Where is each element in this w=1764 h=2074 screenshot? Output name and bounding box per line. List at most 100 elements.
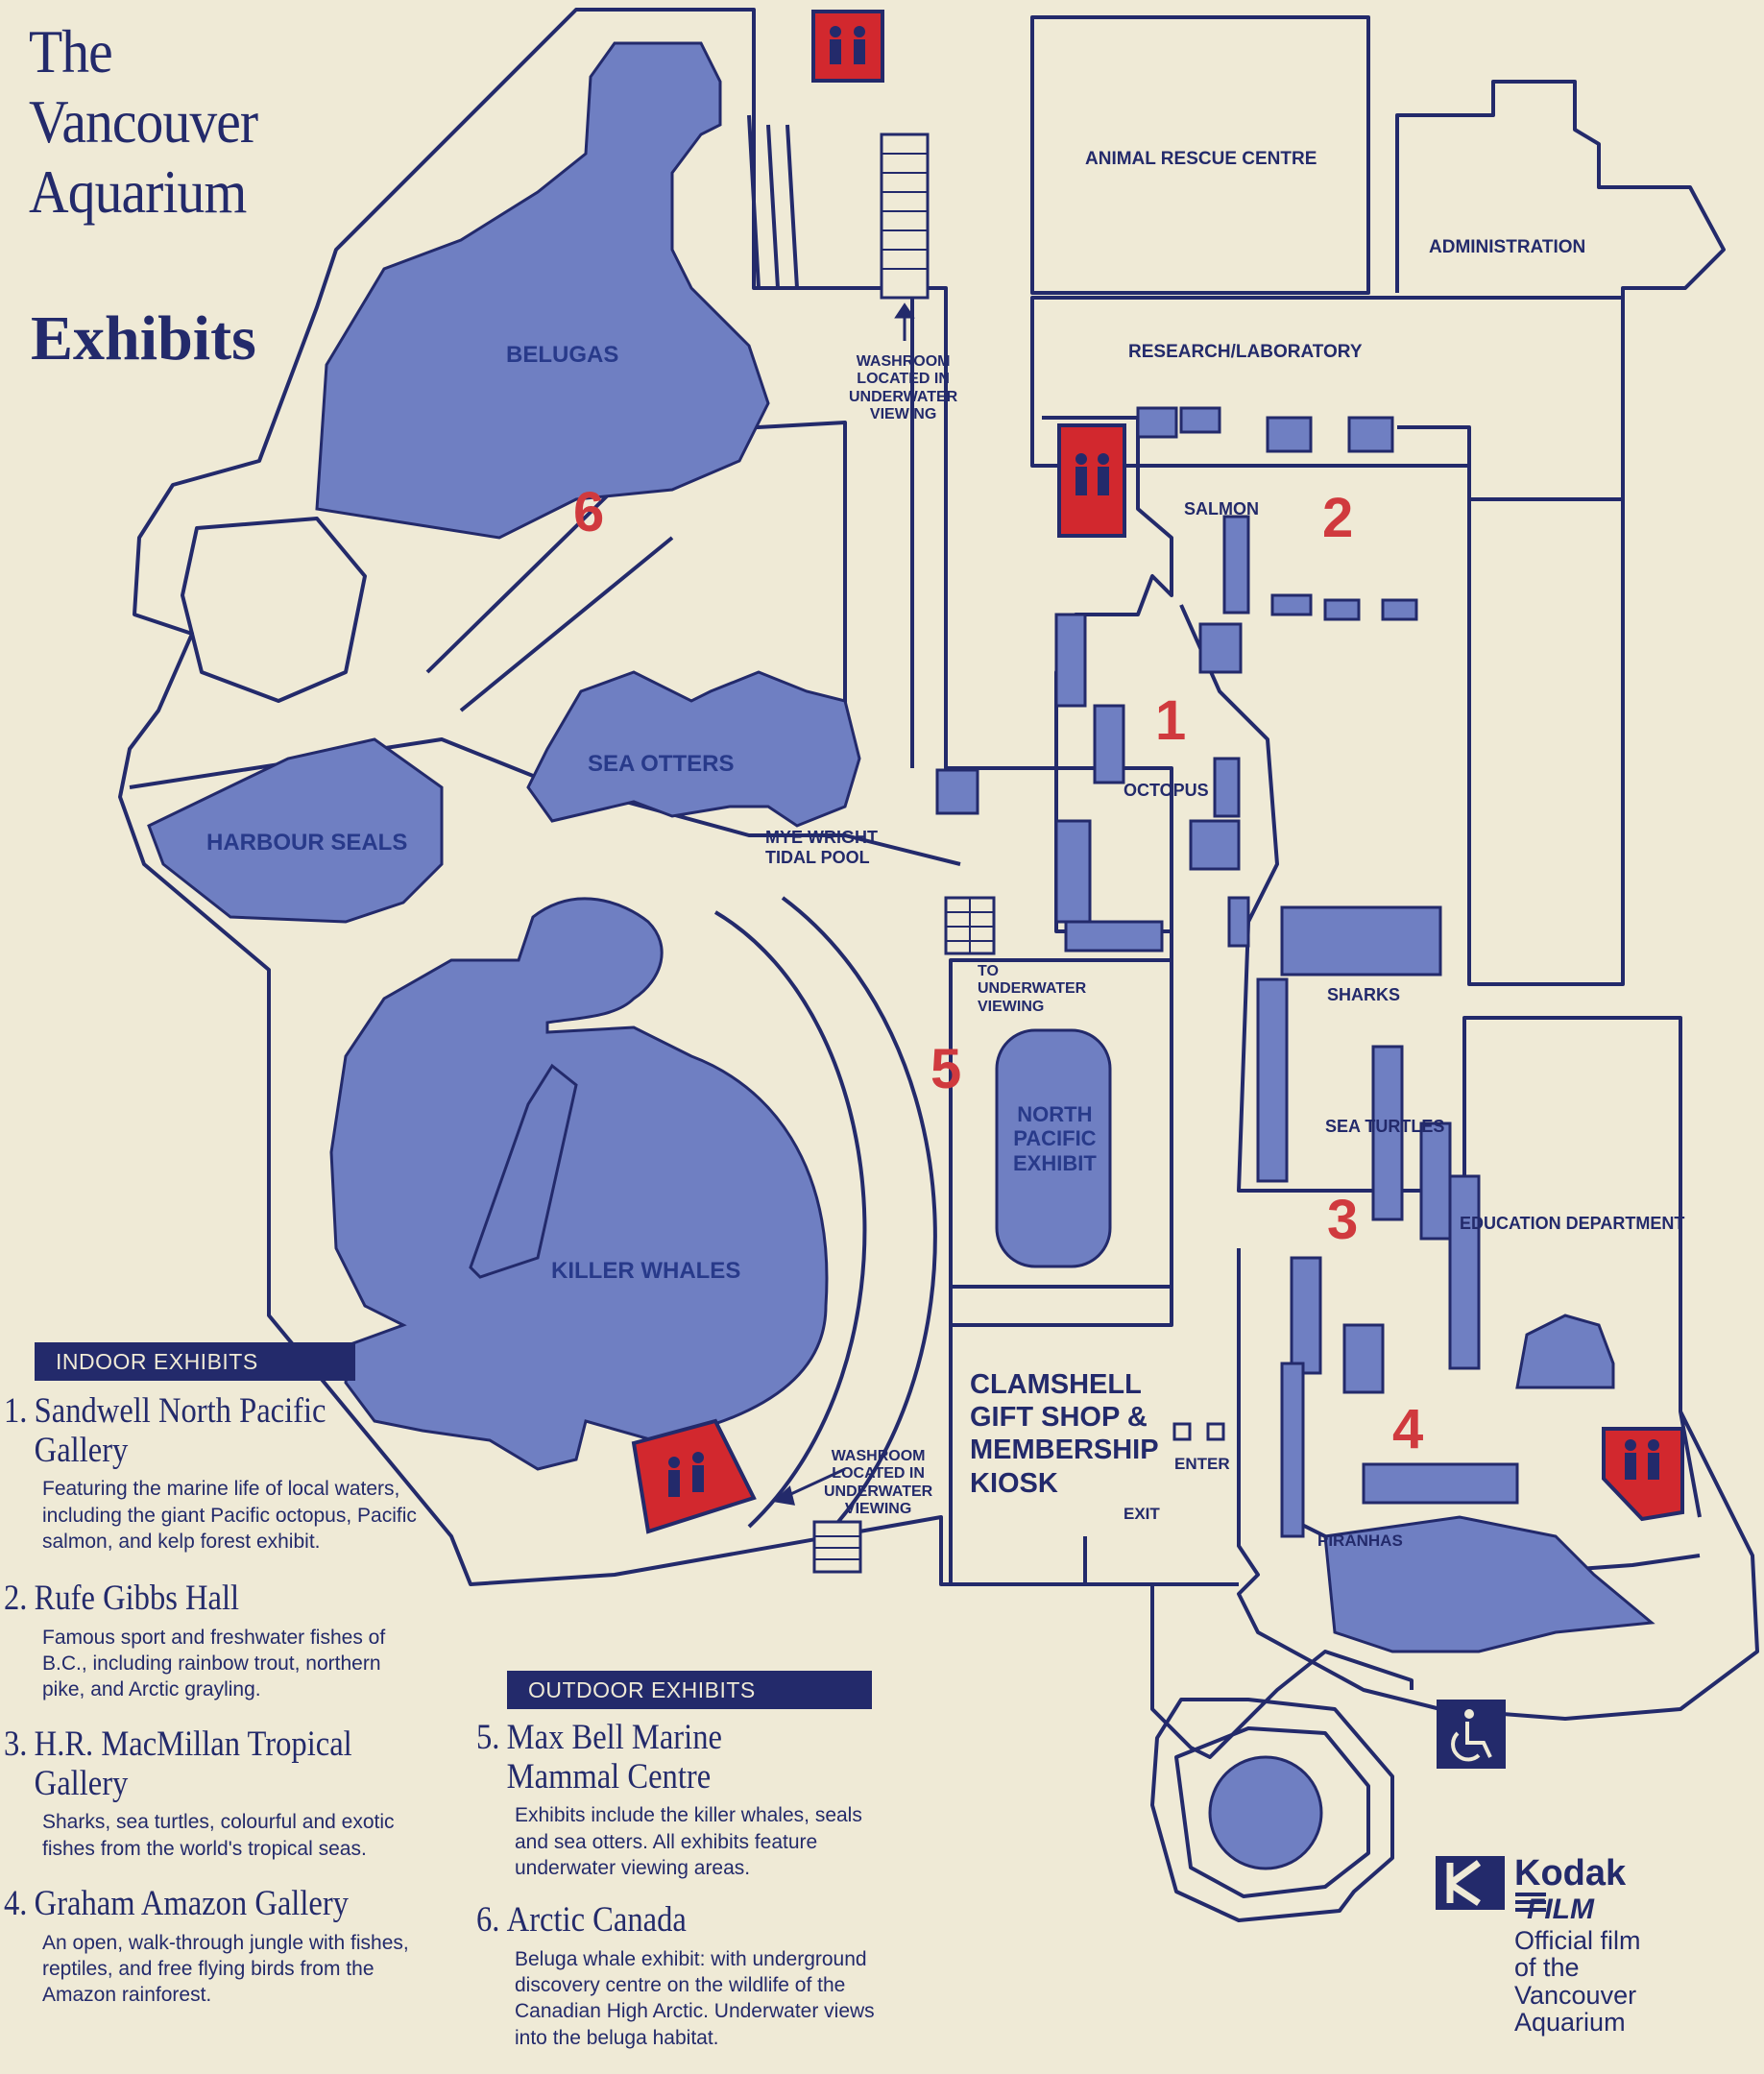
tank [1198,622,1243,674]
exhibit-number: 4. [4,1884,28,1923]
exhibit-description: Exhibits include the killer whales, seal… [515,1804,862,1879]
exhibit-number: 1. [4,1391,28,1431]
label-education: EDUCATION DEPARTMENT [1460,1214,1685,1233]
accessible-icon [1437,1700,1506,1769]
tank [1362,1462,1519,1505]
tank [1213,757,1241,818]
tank [1371,1045,1404,1221]
exhibit-6: 6.Arctic Canada Beluga whale exhibit: wi… [476,1900,899,2051]
tank [1323,598,1361,621]
label-sharks: SHARKS [1327,985,1401,1004]
marker-2: 2 [1322,487,1354,549]
label-to-underwater: TO UNDERWATER VIEWING [978,963,1087,1015]
tank [1342,1323,1385,1394]
exhibit-number: 6. [476,1900,500,1940]
exhibit-name: Rufe Gibbs Hall [34,1579,240,1618]
killer-whales-pool [329,897,829,1471]
label-killer-whales: KILLER WHALES [551,1258,741,1284]
label-octopus: OCTOPUS [1124,781,1209,800]
label-north-pacific: NORTH PACIFIC EXHIBIT [1013,1102,1097,1175]
washroom-icon [1057,423,1126,538]
right-corridor-path [910,288,948,768]
tank [935,768,979,815]
label-sea-otters: SEA OTTERS [588,751,735,777]
exhibit-description: An open, walk-through jungle with fishes… [42,1931,409,2007]
label-administration: ADMINISTRATION [1429,237,1586,257]
north-pacific-inner [1179,604,1682,1411]
plaza-fountain [1208,1755,1323,1870]
beluga-ramp-path [747,114,799,289]
tank [1054,819,1092,924]
marker-3: 3 [1327,1189,1359,1251]
exhibit-name: Graham Amazon Gallery [34,1884,349,1923]
exhibit-4: 4.Graham Amazon Gallery An open, walk-th… [4,1884,426,2009]
label-belugas: BELUGAS [506,342,619,368]
marker-5: 5 [930,1038,962,1100]
tank [1222,515,1250,615]
research-outline [1030,296,1625,986]
label-piranhas: PIRANHAS [1317,1531,1403,1550]
label-enter: ENTER [1174,1455,1230,1473]
sea-otters-pool [526,670,861,828]
label-sea-turtles: SEA TURTLES [1325,1117,1445,1136]
outdoor-exhibits-banner: OUTDOOR EXHIBITS [507,1671,872,1709]
tank [1064,920,1164,953]
exhibit-2: 2.Rufe Gibbs Hall Famous sport and fresh… [4,1579,426,1703]
exhibit-1: 1.Sandwell North Pacific Gallery Featuri… [4,1391,426,1555]
tank [1280,1362,1305,1538]
exhibit-description: Beluga whale exhibit: with underground d… [515,1947,875,2049]
tank [1448,1174,1481,1370]
entrance-path [949,1517,1414,1759]
administration-building [1395,80,1726,501]
killer-whale-arc [713,896,937,1548]
exhibit-description: Famous sport and freshwater fishes of B.… [42,1626,386,1701]
diagonal-path [425,421,847,749]
kodak-tagline: Official film of the Vancouver Aquarium [1514,1926,1641,2038]
exhibit-description: Sharks, sea turtles, colourful and exoti… [42,1811,395,1860]
tank [1381,598,1418,621]
tank [1266,416,1313,453]
washroom-icon [811,10,884,83]
north-pacific-pool [995,1028,1112,1268]
exhibit-number: 3. [4,1724,28,1764]
plaza-inner [1174,1726,1370,1898]
harbour-seals-pool [147,737,444,924]
label-salmon: SALMON [1184,499,1259,518]
label-animal-rescue: ANIMAL RESCUE CENTRE [1085,149,1317,169]
exhibit-number: 2. [4,1579,28,1618]
label-harbour-seals: HARBOUR SEALS [206,830,408,856]
amazon-tank [1515,1314,1615,1389]
animal-rescue-building [1030,15,1370,295]
lagoon-outline [181,517,367,703]
tank [1256,977,1289,1183]
label-gift-shop: CLAMSHELL GIFT SHOP & MEMBERSHIP KIOSK [970,1369,1159,1499]
page-subtitle: Exhibits [31,303,256,374]
belugas-pool [315,41,770,540]
label-exit: EXIT [1124,1505,1160,1523]
tank [1347,416,1394,453]
label-washroom-bottom: WASHROOM LOCATED IN UNDERWATER VIEWING [824,1448,933,1518]
marker-4: 4 [1392,1398,1424,1460]
tank [1270,593,1313,616]
label-tidal-pool: MYE WRIGHT TIDAL POOL [765,828,878,867]
washroom-icons [631,10,1684,1534]
label-research: RESEARCH/LABORATORY [1128,342,1363,362]
page-title: The Vancouver Aquarium [29,17,258,226]
tank [1227,896,1250,948]
exhibit-name: Max Bell Marine Mammal Centre [506,1718,722,1797]
exhibit-name: Sandwell North Pacific Gallery [34,1391,326,1470]
kodak-brand: Kodak [1514,1853,1627,1893]
tank [1419,1121,1452,1241]
kodak-logo-icon [1436,1856,1546,1912]
tank [1179,406,1221,434]
tank [1054,613,1087,708]
exhibit-name: Arctic Canada [506,1900,687,1940]
tank [1280,905,1442,977]
entrance-door [1172,1422,1192,1441]
piranha-tank [1323,1515,1655,1653]
washroom-icon [1602,1427,1684,1522]
exhibit-3: 3.H.R. MacMillan Tropical Gallery Sharks… [4,1724,426,1862]
arrow-icon [772,302,915,1506]
tank [1093,704,1125,784]
